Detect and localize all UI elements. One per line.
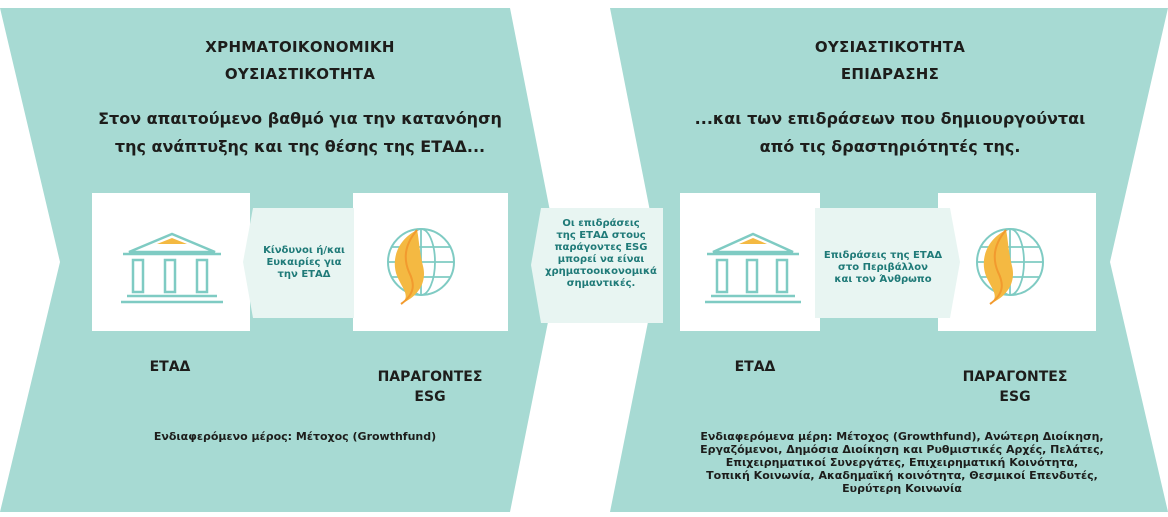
left-building-icon bbox=[121, 232, 223, 304]
center-note-line: της ΕΤΑΔ στους bbox=[556, 230, 646, 241]
right-globe-icon bbox=[976, 228, 1044, 305]
center-arrow bbox=[531, 208, 663, 323]
left-stakeholders: Ενδιαφερόμενο μέρος: Μέτοχος (Growthfund… bbox=[153, 430, 437, 443]
left-entity-box bbox=[92, 193, 250, 331]
left-arrow-label-line: την ΕΤΑΔ bbox=[277, 269, 331, 280]
left-title-line-2: ΟΥΣΙΑΣΤΙΚΟΤΗΤΑ bbox=[224, 65, 376, 83]
left-arrow-label: Κίνδυνοι ή/και Ευκαιρίες για την ΕΤΑΔ bbox=[254, 245, 354, 281]
center-note-line: σημαντικές. bbox=[566, 278, 636, 289]
center-note-line: μπορεί να είναι bbox=[557, 254, 645, 265]
right-stakeholders-line: Εργαζόμενοι, Δημόσια Διοίκηση και Ρυθμισ… bbox=[700, 443, 1104, 456]
right-esg-label-line-2: ESG bbox=[999, 389, 1031, 405]
left-esg-label-line-1: ΠΑΡΑΓΟΝΤΕΣ bbox=[377, 369, 483, 385]
left-arrow-label-line: Κίνδυνοι ή/και bbox=[263, 245, 345, 256]
right-arrow-label: Επιδράσεις της ΕΤΑΔ στο Περιβάλλον και τ… bbox=[813, 250, 953, 286]
left-lead-line-1: Στον απαιτούμενο βαθμό για την κατανόηση bbox=[98, 109, 502, 128]
center-note-line: παράγοντες ESG bbox=[554, 242, 648, 253]
center-note: Οι επιδράσεις της ΕΤΑΔ στους παράγοντες … bbox=[540, 218, 662, 290]
left-entity-label: ΕΤΑΔ bbox=[149, 359, 191, 375]
right-stakeholders-line: Ευρύτερη Κοινωνία bbox=[842, 482, 962, 495]
right-lead-line-1: ...και των επιδράσεων που δημιουργούνται bbox=[694, 109, 1086, 128]
left-panel-lead: Στον απαιτούμενο βαθμό για την κατανόηση… bbox=[60, 105, 540, 161]
left-esg-label: ΠΑΡΑΓΟΝΤΕΣ ESG bbox=[350, 367, 510, 407]
right-stakeholders: Ενδιαφερόμενα μέρη: Μέτοχος (Growthfund)… bbox=[662, 430, 1142, 495]
center-note-line: χρηματοοικονομικά bbox=[545, 266, 657, 277]
right-arrow-label-line: και τον Άνθρωπο bbox=[834, 274, 932, 285]
left-connector-arrow bbox=[243, 208, 354, 318]
right-stakeholders-line: Τοπική Κοινωνία, Ακαδημαϊκή κοινότητα, Θ… bbox=[706, 469, 1098, 482]
right-entity-label: ΕΤΑΔ bbox=[734, 359, 776, 375]
right-panel-lead: ...και των επιδράσεων που δημιουργούνται… bbox=[650, 105, 1130, 161]
left-lead-line-2: της ανάπτυξης και της θέσης της ΕΤΑΔ... bbox=[114, 137, 486, 156]
right-building-icon bbox=[705, 232, 801, 304]
right-esg-label-line-1: ΠΑΡΑΓΟΝΤΕΣ bbox=[962, 369, 1068, 385]
right-connector-arrow bbox=[815, 208, 960, 318]
right-panel-title: ΟΥΣΙΑΣΤΙΚΟΤΗΤΑ ΕΠΙΔΡΑΣΗΣ bbox=[740, 34, 1040, 88]
right-lead-line-2: από τις δραστηριότητές της. bbox=[759, 137, 1021, 156]
right-title-line-1: ΟΥΣΙΑΣΤΙΚΟΤΗΤΑ bbox=[814, 38, 966, 56]
center-note-line: Οι επιδράσεις bbox=[562, 218, 640, 229]
left-title-line-1: ΧΡΗΜΑΤΟΙΚΟΝΟΜΙΚΗ bbox=[205, 38, 395, 56]
left-panel-title: ΧΡΗΜΑΤΟΙΚΟΝΟΜΙΚΗ ΟΥΣΙΑΣΤΙΚΟΤΗΤΑ bbox=[130, 34, 470, 88]
left-arrow-label-line: Ευκαιρίες για bbox=[266, 257, 342, 268]
right-entity-box bbox=[680, 193, 820, 331]
right-arrow-label-line: Επιδράσεις της ΕΤΑΔ bbox=[823, 250, 943, 261]
right-stakeholders-line: Ενδιαφερόμενα μέρη: Μέτοχος (Growthfund)… bbox=[700, 430, 1104, 443]
right-esg-label: ΠΑΡΑΓΟΝΤΕΣ ESG bbox=[935, 367, 1095, 407]
left-globe-icon bbox=[387, 228, 455, 305]
left-esg-label-line-2: ESG bbox=[414, 389, 446, 405]
right-stakeholders-line: Επιχειρηματικοί Συνεργάτες, Επιχειρηματι… bbox=[725, 456, 1079, 469]
right-title-line-2: ΕΠΙΔΡΑΣΗΣ bbox=[840, 65, 940, 83]
right-arrow-label-line: στο Περιβάλλον bbox=[838, 262, 928, 273]
